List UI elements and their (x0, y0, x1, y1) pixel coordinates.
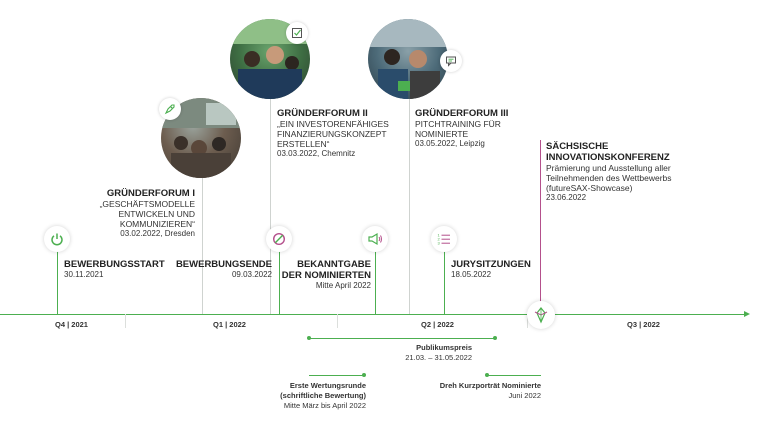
quarter-label-q1-2022: Q1 | 2022 (213, 320, 246, 329)
period-wertungsrunde: Erste Wertungsrunde (schriftliche Bewert… (260, 381, 366, 411)
event-subtitle: KOMMUNIZIEREN“ (119, 219, 195, 229)
period-bar-publikumspreis (309, 338, 495, 339)
megaphone-icon (362, 226, 388, 252)
period-publikumspreis: Publikumspreis 21.03. – 31.05.2022 (380, 343, 472, 363)
connector-konferenz (540, 140, 541, 302)
quarter-label-q4-2021: Q4 | 2021 (55, 320, 88, 329)
connector-jury (444, 250, 445, 314)
connector-bewerbungsstart (57, 250, 58, 314)
rocket-icon (159, 98, 181, 120)
event-title: BEWERBUNGSENDE (175, 259, 272, 270)
quarter-label-q2-2022: Q2 | 2022 (421, 320, 454, 329)
event-subtitle: ENTWICKELN UND (118, 209, 195, 219)
period-bar-wertungsrunde (309, 375, 364, 376)
connector-forum3 (409, 95, 410, 314)
event-date: 30.11.2021 (64, 270, 104, 279)
event-title: GRÜNDERFORUM II (277, 108, 368, 119)
event-title: INNOVATIONSKONFERENZ (546, 152, 670, 163)
connector-bewerbungsende (279, 250, 280, 314)
event-title: BEWERBUNGSSTART (64, 259, 165, 270)
timeline-axis (0, 314, 748, 315)
axis-tick (337, 314, 338, 328)
event-title: SÄCHSISCHE (546, 141, 609, 152)
event-bewerbungsende: BEWERBUNGSENDE 09.03.2022 (170, 259, 272, 280)
event-date: 23.06.2022 (546, 193, 587, 202)
forum3-photo (368, 19, 448, 99)
event-title: JURYSITZUNGEN (451, 259, 531, 270)
period-date: Mitte März bis April 2022 (283, 401, 366, 410)
period-end-dot (362, 373, 366, 377)
svg-text:3: 3 (438, 241, 441, 246)
event-bewerbungsstart: BEWERBUNGSSTART 30.11.2021 (64, 259, 165, 280)
event-subtitle: Prämierung und Ausstellung aller (546, 163, 671, 173)
period-title: Erste Wertungsrunde (289, 381, 366, 390)
axis-tick (125, 314, 126, 328)
event-subtitle: „EIN INVESTORENFÄHIGES (277, 119, 389, 129)
event-date: 03.05.2022, Leipzig (415, 139, 485, 148)
period-title: Dreh Kurzporträt Nominierte (439, 381, 541, 390)
power-icon (44, 226, 70, 252)
period-start-dot (485, 373, 489, 377)
connector-bekanntgabe (375, 250, 376, 314)
period-bar-kurzportraet (487, 375, 541, 376)
event-subtitle: ERSTELLEN“ (277, 139, 330, 149)
event-subtitle: NOMINIERTE (415, 129, 469, 139)
event-forum1: GRÜNDERFORUM I „GESCHÄFTSMODELLE ENTWICK… (80, 188, 195, 239)
event-title: GRÜNDERFORUM III (415, 108, 509, 119)
chat-icon (440, 50, 462, 72)
quarter-label-q3-2022: Q3 | 2022 (627, 320, 660, 329)
event-forum3: GRÜNDERFORUM III PITCHTRAINING FÜR NOMIN… (415, 108, 508, 149)
event-title: BEKANNTGABE (297, 259, 371, 270)
event-title: DER NOMINIERTEN (281, 270, 371, 281)
event-date: 09.03.2022 (231, 270, 272, 279)
checkbox-icon (286, 22, 308, 44)
event-konferenz: SÄCHSISCHE INNOVATIONSKONFERENZ Prämieru… (546, 141, 672, 203)
period-date: 21.03. – 31.05.2022 (405, 353, 472, 362)
timeline-arrow (744, 311, 750, 317)
event-subtitle: Teilnehmenden des Wettbewerbs (546, 173, 672, 183)
event-date: 18.05.2022 (451, 270, 492, 279)
event-bekanntgabe: BEKANNTGABE DER NOMINIERTEN Mitte April … (270, 259, 371, 291)
event-forum2: GRÜNDERFORUM II „EIN INVESTORENFÄHIGES F… (277, 108, 389, 159)
prohibited-icon (266, 226, 292, 252)
event-subtitle: (futureSAX-Showcase) (546, 183, 633, 193)
event-subtitle: PITCHTRAINING FÜR (415, 119, 501, 129)
period-kurzportraet: Dreh Kurzporträt Nominierte Juni 2022 (430, 381, 541, 401)
period-end-dot (493, 336, 497, 340)
connector-forum1 (202, 178, 203, 314)
event-date: 03.03.2022, Chemnitz (277, 149, 356, 158)
event-date: 03.02.2022, Dresden (120, 229, 195, 238)
event-subtitle: „GESCHÄFTSMODELLE (99, 199, 195, 209)
trophy-icon (527, 301, 555, 329)
event-subtitle: FINANZIERUNGSKONZEPT (277, 129, 387, 139)
period-date: Juni 2022 (508, 391, 541, 400)
period-title: (schriftliche Bewertung) (280, 391, 366, 400)
event-jury: JURYSITZUNGEN 18.05.2022 (451, 259, 531, 280)
event-title: GRÜNDERFORUM I (106, 188, 195, 199)
svg-text:2: 2 (438, 237, 441, 242)
connector-forum2 (270, 95, 271, 314)
svg-text:1: 1 (438, 233, 441, 238)
event-date: Mitte April 2022 (315, 281, 371, 290)
period-title: Publikumspreis (416, 343, 472, 352)
